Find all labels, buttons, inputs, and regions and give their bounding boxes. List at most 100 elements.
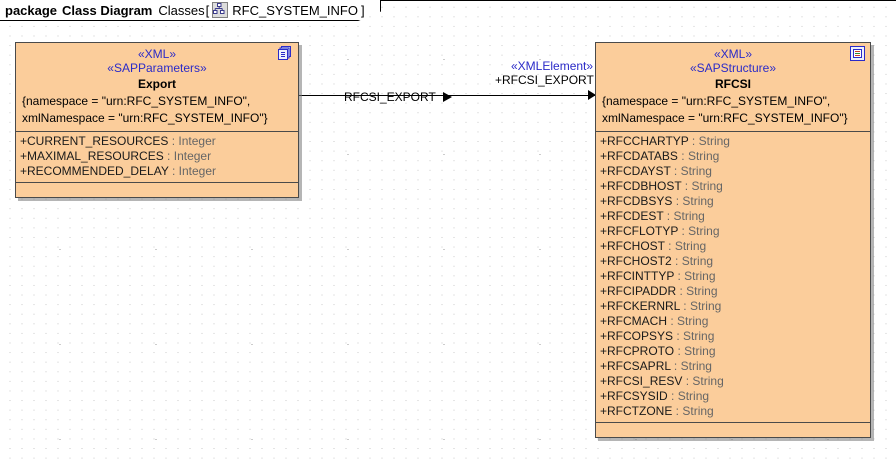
diagram-kind-label: Class Diagram — [62, 2, 153, 18]
attribute-type: : String — [667, 314, 709, 328]
association-arrowhead-icon — [588, 90, 596, 100]
attribute-row[interactable]: +RFCPROTO : String — [596, 344, 870, 359]
bracket-close: ] — [360, 2, 365, 18]
attribute-name: RFCIPADDR — [607, 284, 677, 298]
attribute-row[interactable]: +RFCSI_RESV : String — [596, 374, 870, 389]
attribute-name: RFCDAYST — [607, 164, 671, 178]
attribute-visibility: + — [600, 359, 608, 373]
attribute-type: : String — [681, 179, 723, 193]
attribute-type: : String — [667, 389, 710, 403]
attribute-name: RFCSI_RESV — [607, 374, 683, 388]
tagged-value-line-1: {namespace = "urn:RFC_SYSTEM_INFO", — [602, 94, 831, 108]
attribute-visibility: + — [600, 344, 608, 358]
attribute-visibility: + — [600, 299, 608, 313]
tagged-value-line-2: xmlNamespace = "urn:RFC_SYSTEM_INFO"} — [602, 111, 848, 125]
attribute-type: : String — [673, 329, 715, 343]
attribute-visibility: + — [600, 269, 608, 283]
attribute-name: RFCSAPRL — [607, 359, 671, 373]
attribute-row[interactable]: +RFCDBSYS : String — [596, 194, 870, 209]
attribute-name: RFCCHARTYP — [607, 134, 689, 148]
attribute-visibility: + — [20, 149, 28, 163]
attribute-row[interactable]: +RFCTZONE : String — [596, 404, 870, 419]
structure-document-icon — [850, 46, 865, 61]
attribute-visibility: + — [600, 254, 608, 268]
class-name-export: Export — [137, 77, 176, 91]
attribute-type: : String — [672, 194, 714, 208]
attribute-row[interactable]: +RFCKERNRL : String — [596, 299, 870, 314]
attribute-name: RFCFLOTYP — [607, 224, 679, 238]
class-stereotype-xml: «XML» — [713, 47, 753, 61]
attribute-name: RFCKERNRL — [607, 299, 680, 313]
attribute-type: : String — [676, 284, 718, 298]
attribute-type: : Integer — [168, 164, 216, 178]
attribute-visibility: + — [600, 404, 608, 418]
attribute-type: : String — [677, 149, 720, 163]
attribute-name: RFCHOST2 — [607, 254, 672, 268]
class-stereotype-xml: «XML» — [137, 47, 177, 61]
attribute-row[interactable]: +RFCDEST : String — [596, 209, 870, 224]
attribute-visibility: + — [600, 284, 608, 298]
attribute-row[interactable]: +RFCHOST : String — [596, 239, 870, 254]
attribute-type: : String — [682, 374, 724, 388]
attribute-visibility: + — [20, 164, 28, 178]
attribute-visibility: + — [600, 179, 608, 193]
package-name-label: RFC_SYSTEM_INFO — [232, 2, 358, 18]
association-role-label: +RFCSI_EXPORT — [495, 73, 594, 87]
attributes-compartment-rfcsi: +RFCCHARTYP : String+RFCDATABS : String+… — [596, 131, 870, 422]
association-direction-triangle-icon — [443, 92, 452, 102]
operations-compartment-export — [16, 182, 298, 197]
attribute-visibility: + — [600, 134, 608, 148]
attribute-visibility: + — [600, 149, 608, 163]
bracket-open: [ — [205, 2, 210, 18]
tagged-value-line-2: xmlNamespace = "urn:RFC_SYSTEM_INFO"} — [22, 111, 268, 125]
attribute-name: RFCOPSYS — [607, 329, 674, 343]
attribute-row[interactable]: +RECOMMENDED_DELAY : Integer — [16, 164, 298, 179]
attribute-name: RFCHOST — [607, 239, 665, 253]
attribute-type: : String — [670, 164, 712, 178]
attribute-type: : String — [663, 209, 705, 223]
attribute-name: RFCDBSYS — [607, 194, 673, 208]
attribute-row[interactable]: +RFCDATABS : String — [596, 149, 870, 164]
attribute-visibility: + — [600, 239, 608, 253]
attribute-name: RFCINTTYP — [607, 269, 675, 283]
attribute-name: RFCMACH — [607, 314, 668, 328]
attribute-visibility: + — [600, 314, 608, 328]
attribute-row[interactable]: +RFCDAYST : String — [596, 164, 870, 179]
attribute-name: RFCTZONE — [607, 404, 673, 418]
attribute-row[interactable]: +RFCINTTYP : String — [596, 269, 870, 284]
attributes-compartment-export: +CURRENT_RESOURCES : Integer +MAXIMAL_RE… — [16, 131, 298, 182]
attribute-row[interactable]: +MAXIMAL_RESOURCES : Integer — [16, 149, 298, 164]
attribute-row[interactable]: +RFCMACH : String — [596, 314, 870, 329]
attribute-row[interactable]: +RFCOPSYS : String — [596, 329, 870, 344]
class-box-export[interactable]: «XML» «SAPParameters» Export {namespace … — [15, 42, 299, 198]
attribute-type: : String — [678, 224, 720, 238]
attribute-row[interactable]: +RFCIPADDR : String — [596, 284, 870, 299]
attribute-visibility: + — [600, 194, 608, 208]
attribute-name: RFCDATABS — [607, 149, 678, 163]
attribute-name: RFCSYSID — [607, 389, 668, 403]
class-name-rfcsi: RFCSI — [715, 77, 751, 91]
class-stereotype-sapstructure: «SAPStructure» — [689, 61, 777, 75]
class-box-rfcsi[interactable]: «XML» «SAPStructure» RFCSI {namespace = … — [595, 42, 871, 438]
attribute-row[interactable]: +RFCCHARTYP : String — [596, 134, 870, 149]
attribute-visibility: + — [600, 164, 608, 178]
attribute-row[interactable]: +RFCSAPRL : String — [596, 359, 870, 374]
attribute-row[interactable]: +RFCDBHOST : String — [596, 179, 870, 194]
attribute-name: RFCDBHOST — [607, 179, 682, 193]
attribute-row[interactable]: +CURRENT_RESOURCES : Integer — [16, 134, 298, 149]
attribute-type: : Integer — [168, 134, 216, 148]
attribute-row[interactable]: +RFCHOST2 : String — [596, 254, 870, 269]
class-header-export: «XML» «SAPParameters» Export {namespace … — [16, 43, 298, 131]
diagram-path-label: Classes — [158, 2, 205, 18]
attribute-visibility: + — [600, 224, 608, 238]
attribute-row[interactable]: +RFCFLOTYP : String — [596, 224, 870, 239]
association-name-label: RFCSI_EXPORT — [344, 90, 436, 104]
attribute-type: : String — [679, 299, 722, 313]
attribute-row[interactable]: +RFCSYSID : String — [596, 389, 870, 404]
attribute-type: : String — [674, 344, 716, 358]
attribute-visibility: + — [600, 374, 608, 388]
package-header-tab[interactable]: package Class Diagram Classes [ RFC_SYST… — [0, 0, 381, 21]
association-role-stereotype: «XMLElement» — [511, 59, 594, 73]
attribute-visibility: + — [600, 389, 608, 403]
